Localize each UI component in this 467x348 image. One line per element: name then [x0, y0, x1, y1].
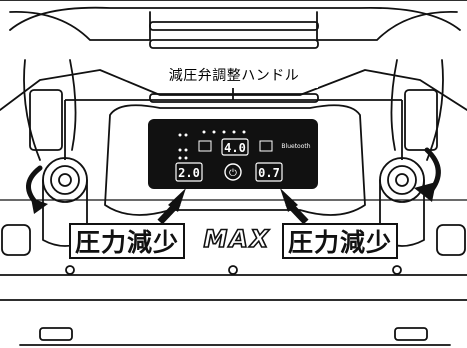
control-panel — [148, 119, 318, 189]
tank-pressure-readout: 4.0 — [224, 141, 246, 155]
pressure-decrease-badge-left: 圧力減少 — [69, 223, 185, 259]
max-logo: MAX — [203, 224, 271, 254]
pressure-decrease-badge-right: 圧力減少 — [282, 223, 398, 259]
bluetooth-label: Bluetooth — [281, 143, 310, 150]
regulator-handle-label: 減圧弁調整ハンドル — [150, 64, 318, 88]
left-pressure-readout: 2.0 — [178, 166, 200, 180]
right-pressure-readout: 0.7 — [258, 166, 280, 180]
power-icon: ⏻ — [229, 168, 237, 179]
